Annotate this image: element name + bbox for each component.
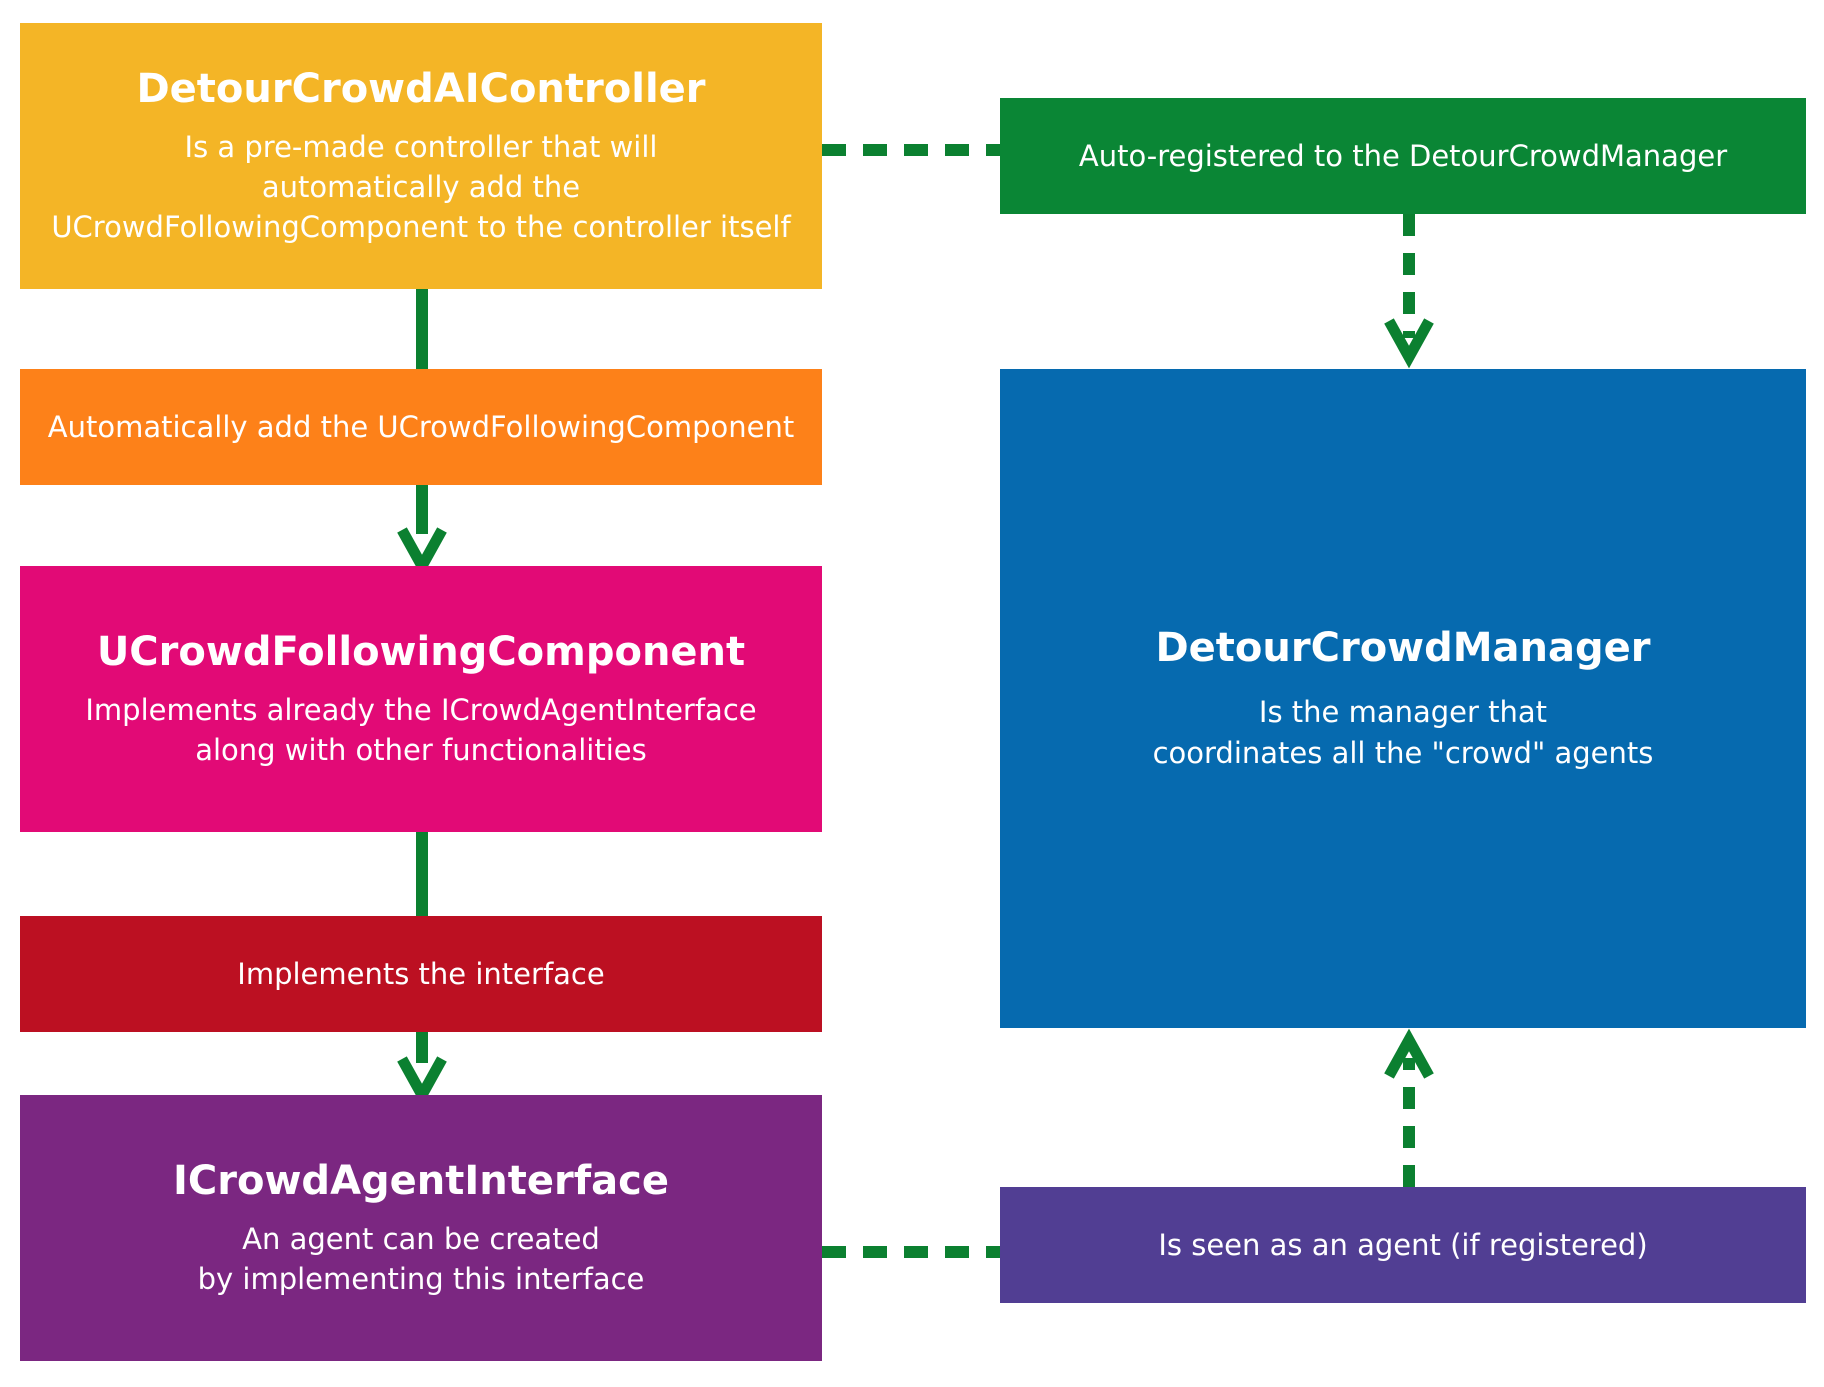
node-label: Automatically add the UCrowdFollowingCom… [47, 409, 795, 444]
node-title: UCrowdFollowingComponent [96, 628, 746, 675]
node-detour-crowd-ai-controller: DetourCrowdAIController Is a pre-made co… [20, 23, 822, 289]
node-description: An agent can be created by implementing … [197, 1221, 645, 1296]
node-label: Is seen as an agent (if registered) [1158, 1227, 1648, 1262]
node-label: Auto-registered to the DetourCrowdManage… [1078, 138, 1728, 173]
node-description: Implements already the ICrowdAgentInterf… [85, 692, 757, 767]
node-icrowd-agent-interface: ICrowdAgentInterface An agent can be cre… [20, 1095, 822, 1361]
arrowhead-interface [397, 1056, 447, 1107]
arrowhead-component [397, 527, 447, 578]
node-detour-crowd-manager: DetourCrowdManager Is the manager that c… [1000, 369, 1806, 1028]
node-ucrowd-following-component: UCrowdFollowingComponent Implements alre… [20, 566, 822, 832]
arrowhead-manager-bottom [1384, 1028, 1434, 1079]
node-description: Is the manager that coordinates all the … [1152, 695, 1654, 770]
node-label: Implements the interface [237, 956, 605, 991]
node-description: Is a pre-made controller that will autom… [51, 129, 791, 244]
node-implements-interface: Implements the interface [20, 916, 822, 1032]
arrowhead-manager-top [1384, 318, 1434, 369]
node-title: ICrowdAgentInterface [173, 1157, 669, 1204]
node-add-component: Automatically add the UCrowdFollowingCom… [20, 369, 822, 485]
node-title: DetourCrowdManager [1155, 625, 1651, 672]
node-title: DetourCrowdAIController [136, 65, 706, 112]
node-auto-registered: Auto-registered to the DetourCrowdManage… [1000, 98, 1806, 214]
node-seen-as-agent: Is seen as an agent (if registered) [1000, 1187, 1806, 1303]
